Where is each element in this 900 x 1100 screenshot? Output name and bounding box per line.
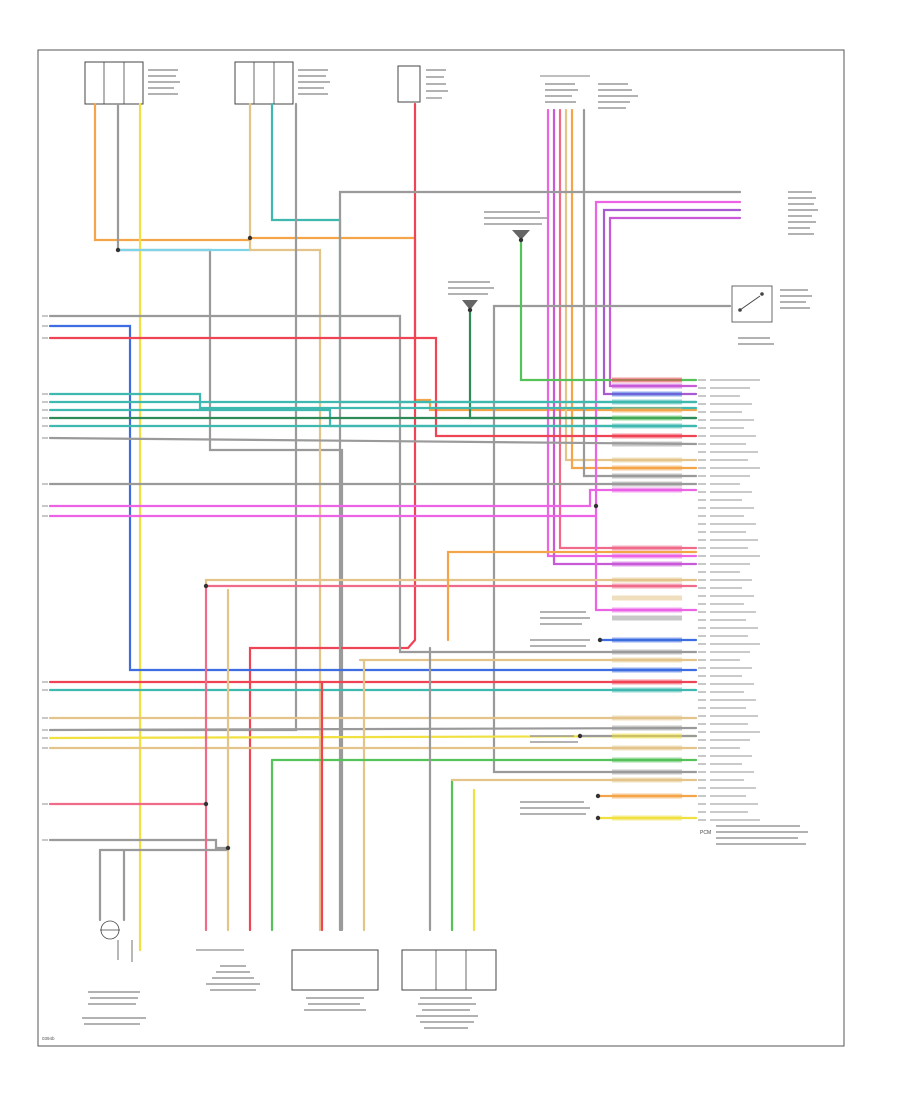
wire-15 <box>338 190 742 932</box>
splice-dot <box>247 235 253 241</box>
pcm-pin-bar <box>612 657 682 663</box>
pcm-pin-bar <box>612 473 682 479</box>
pcm-pin-bar <box>612 561 682 567</box>
pcm-pin-bar <box>612 465 682 471</box>
pcm-pin-bar <box>612 595 682 601</box>
wire-37 <box>48 726 698 732</box>
bottom-component-4 <box>401 949 497 1029</box>
footer-code: 0394b <box>42 1036 55 1041</box>
pcm-pin-column <box>612 377 760 821</box>
pcm-pin-bar <box>612 745 682 751</box>
splice-dot <box>467 307 473 313</box>
pcm-pin-bar <box>612 715 682 721</box>
pcm-pin-bar <box>612 725 682 731</box>
wire-6 <box>270 102 698 404</box>
wire-13 <box>570 108 698 470</box>
top-connector-4 <box>540 75 638 109</box>
pcm-pin-bar <box>612 577 682 583</box>
wire-48 <box>446 550 698 642</box>
sensor-callout-top-right <box>788 191 818 235</box>
splice-dot <box>593 503 599 509</box>
wire-1 <box>93 102 698 412</box>
pcm-module-label: PCM <box>700 830 711 836</box>
pcm-pin-bar <box>612 793 682 799</box>
pcm-pin-bar <box>612 667 682 673</box>
wire-19 <box>492 304 732 774</box>
pcm-pin-bar <box>612 481 682 487</box>
diagram-frame <box>37 49 845 1047</box>
sensor-symbol-2 <box>448 281 494 310</box>
pcm-pin-bar <box>612 553 682 559</box>
pcm-pin-bar <box>612 777 682 783</box>
splice-dot <box>225 845 231 851</box>
wire-14 <box>582 108 698 478</box>
pcm-pin-bar <box>612 399 682 405</box>
splice-dot <box>115 247 121 253</box>
splice-dot <box>597 637 603 643</box>
pcm-pin-bar <box>612 733 682 739</box>
pcm-pin-bar <box>612 815 682 821</box>
module-callouts <box>520 611 808 845</box>
pcm-pin-bar <box>612 415 682 421</box>
splice-dot <box>518 237 524 243</box>
switch-symbol <box>731 285 812 345</box>
connector-2-text-lines <box>298 69 330 95</box>
wire-40 <box>48 584 698 806</box>
wire-23 <box>48 324 698 672</box>
wire-17 <box>602 208 742 396</box>
pcm-pin-bar <box>612 433 682 439</box>
pcm-pin-bar <box>612 769 682 775</box>
pcm-pin-bar <box>612 687 682 693</box>
pcm-pin-bar <box>612 679 682 685</box>
pcm-label: PCM <box>700 830 711 836</box>
sensor-symbol-1 <box>484 211 548 240</box>
pcm-pin-bar <box>612 637 682 643</box>
wire-5 <box>248 102 322 932</box>
bottom-component-3 <box>291 949 379 1011</box>
splice-dot <box>203 801 209 807</box>
pcm-pin-bar <box>612 545 682 551</box>
top-connector-2 <box>234 61 330 105</box>
wire-41 <box>48 838 230 850</box>
wire-harness <box>48 102 742 952</box>
pcm-pin-bar <box>612 615 682 621</box>
pcm-pin-bar <box>612 757 682 763</box>
pcm-pin-bar <box>612 423 682 429</box>
wire-24 <box>48 336 698 438</box>
wire-10 <box>552 108 698 566</box>
pcm-pin-bar <box>612 649 682 655</box>
splice-dot <box>203 583 209 589</box>
pcm-pin-bar <box>612 583 682 589</box>
wire-18 <box>608 216 742 388</box>
pcm-pin-bar <box>612 407 682 413</box>
pcm-pin-bar <box>612 457 682 463</box>
wire-32 <box>48 488 698 508</box>
pcm-pin-bar <box>612 377 682 383</box>
bottom-component-2 <box>196 949 260 991</box>
wire-30 <box>48 436 698 446</box>
pcm-pin-bar <box>612 441 682 447</box>
bottom-component-1 <box>82 920 146 1025</box>
splice-dot <box>595 793 601 799</box>
pcm-pin-bar <box>612 391 682 397</box>
wire-8 <box>248 102 417 932</box>
left-harness-pins <box>42 315 48 841</box>
pcm-pin-bar <box>612 607 682 613</box>
pcm-pin-bar <box>612 383 682 389</box>
splice-dot <box>595 815 601 821</box>
splice-dot <box>577 733 583 739</box>
top-connector-1 <box>84 61 180 105</box>
pcm-pin-bar <box>612 487 682 493</box>
top-connector-3 <box>397 65 448 103</box>
connector-1-text-lines <box>148 69 180 95</box>
